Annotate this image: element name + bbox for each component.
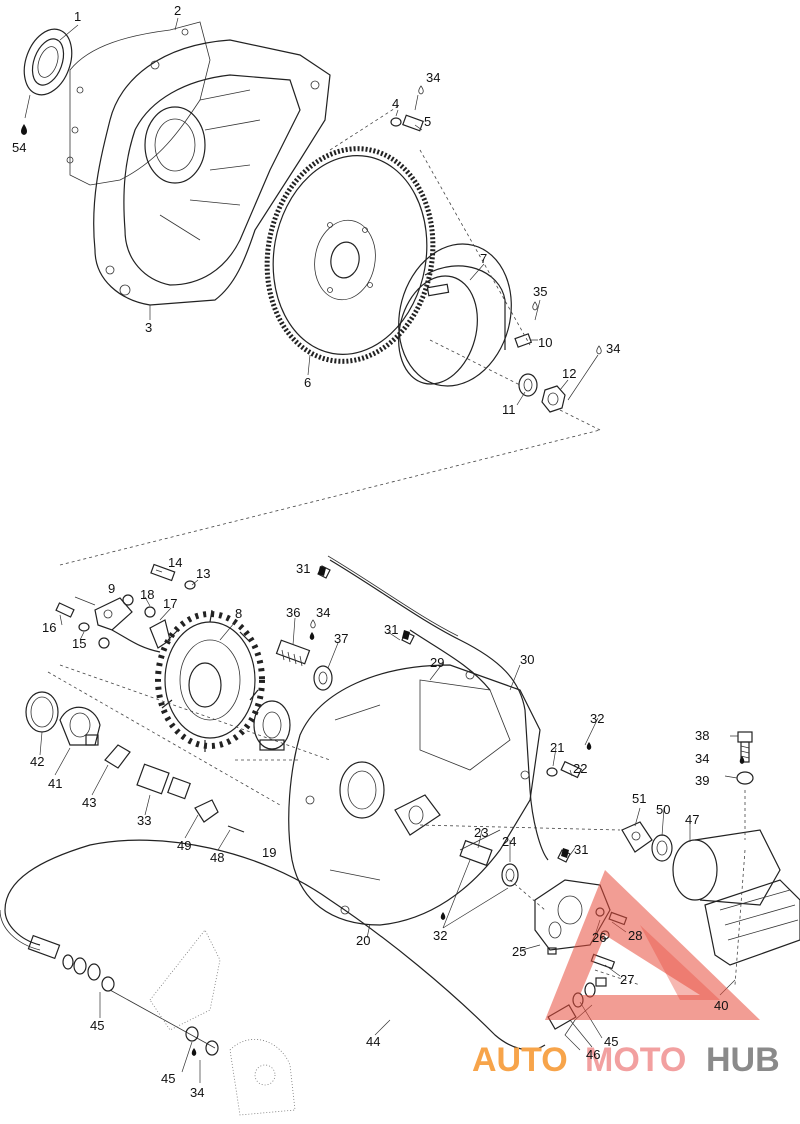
callout-25: 25 bbox=[512, 944, 526, 959]
callout-10: 10 bbox=[538, 335, 552, 350]
callout-16: 16 bbox=[42, 620, 56, 635]
stud-part bbox=[275, 639, 333, 691]
callout-43: 43 bbox=[82, 795, 96, 810]
callout-30: 30 bbox=[520, 652, 534, 667]
callout-49: 49 bbox=[177, 838, 191, 853]
starter-motor-part bbox=[672, 829, 800, 966]
callout-41: 41 bbox=[48, 776, 62, 791]
sealant-icon bbox=[21, 85, 602, 355]
callout-31: 31 bbox=[384, 622, 398, 637]
callout-5: 5 bbox=[424, 114, 431, 129]
callout-13: 13 bbox=[196, 566, 210, 581]
callout-34: 34 bbox=[695, 751, 709, 766]
callout-17: 17 bbox=[163, 596, 177, 611]
rotor-part bbox=[398, 243, 512, 387]
leader-lines-upper bbox=[24, 17, 601, 566]
callout-23: 23 bbox=[474, 825, 488, 840]
callout-12: 12 bbox=[562, 366, 576, 381]
watermark-moto: MOTO bbox=[585, 1041, 686, 1079]
cover-part bbox=[288, 664, 541, 926]
callout-26: 26 bbox=[592, 930, 606, 945]
callout-labels: 1 2 3 54 34 4 5 6 7 35 10 34 12 11 14 13… bbox=[12, 3, 728, 1100]
callout-20: 20 bbox=[356, 933, 370, 948]
callout-51: 51 bbox=[632, 791, 646, 806]
callout-11: 11 bbox=[502, 402, 516, 417]
starter-washers bbox=[621, 821, 673, 862]
phantom-bracket bbox=[149, 929, 296, 1116]
callout-29: 29 bbox=[430, 655, 444, 670]
callout-36: 36 bbox=[286, 605, 300, 620]
callout-8: 8 bbox=[235, 606, 242, 621]
callout-18: 18 bbox=[140, 587, 154, 602]
callout-34: 34 bbox=[316, 605, 330, 620]
screw-part-cover bbox=[546, 760, 583, 779]
callout-33: 33 bbox=[137, 813, 151, 828]
watermark-auto: AUTO bbox=[472, 1041, 568, 1079]
callout-39: 39 bbox=[695, 773, 709, 788]
callout-7: 7 bbox=[480, 251, 487, 266]
callout-45: 45 bbox=[90, 1018, 104, 1033]
callout-34: 34 bbox=[606, 341, 620, 356]
callout-54: 54 bbox=[12, 140, 26, 155]
callout-42: 42 bbox=[30, 754, 44, 769]
screw-part-upper bbox=[390, 114, 424, 132]
pickup-bracket-part bbox=[55, 563, 196, 653]
callout-6: 6 bbox=[304, 375, 311, 390]
callout-3: 3 bbox=[145, 320, 152, 335]
gasket-part bbox=[66, 21, 211, 186]
callout-31: 31 bbox=[574, 842, 588, 857]
callout-21: 21 bbox=[550, 740, 564, 755]
callout-19: 19 bbox=[262, 845, 276, 860]
hub-part bbox=[253, 700, 291, 751]
bolt-part-right bbox=[736, 731, 754, 785]
callout-45: 45 bbox=[604, 1034, 618, 1049]
callout-34: 34 bbox=[190, 1085, 204, 1100]
callout-28: 28 bbox=[628, 928, 642, 943]
callout-9: 9 bbox=[108, 581, 115, 596]
callout-2: 2 bbox=[174, 3, 181, 18]
callout-38: 38 bbox=[695, 728, 709, 743]
callout-45: 45 bbox=[161, 1071, 175, 1086]
callout-32: 32 bbox=[433, 928, 447, 943]
watermark-hub: HUB bbox=[706, 1041, 780, 1079]
callout-4: 4 bbox=[392, 96, 399, 111]
callout-40: 40 bbox=[714, 998, 728, 1013]
seal-part bbox=[23, 28, 73, 96]
callout-14: 14 bbox=[168, 555, 182, 570]
sealant-icon bbox=[191, 566, 745, 1056]
wiring-parts bbox=[25, 691, 245, 833]
callout-22: 22 bbox=[573, 761, 587, 776]
rotor-fasteners bbox=[514, 333, 566, 413]
site-watermark: AUTO MOTO HUB bbox=[472, 870, 780, 1079]
callout-31: 31 bbox=[296, 561, 310, 576]
callout-1: 1 bbox=[74, 9, 81, 24]
callout-15: 15 bbox=[72, 636, 86, 651]
stator-part bbox=[155, 609, 265, 752]
callout-47: 47 bbox=[685, 812, 699, 827]
callout-27: 27 bbox=[620, 972, 634, 987]
callout-44: 44 bbox=[366, 1034, 380, 1049]
callout-24: 24 bbox=[502, 834, 516, 849]
callout-46: 46 bbox=[586, 1047, 600, 1062]
callout-34: 34 bbox=[426, 70, 440, 85]
ground-cable-part bbox=[317, 555, 571, 863]
callout-37: 37 bbox=[334, 631, 348, 646]
callout-48: 48 bbox=[210, 850, 224, 865]
ring-gear-part bbox=[264, 146, 436, 364]
callout-32: 32 bbox=[590, 711, 604, 726]
housing-part bbox=[93, 39, 331, 306]
callout-50: 50 bbox=[656, 802, 670, 817]
callout-35: 35 bbox=[533, 284, 547, 299]
